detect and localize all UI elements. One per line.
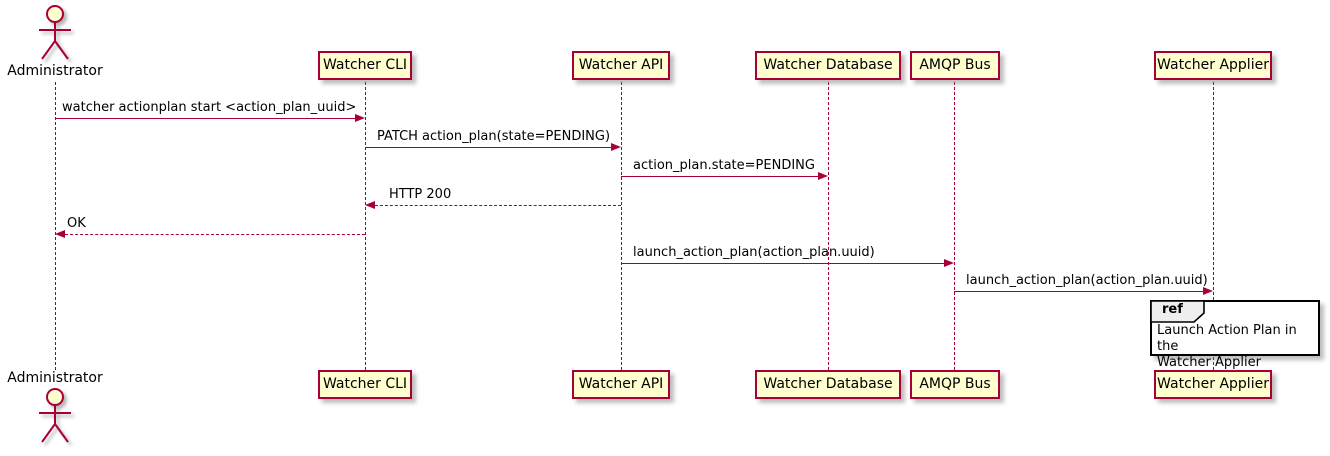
participant-watcher-database-bottom: Watcher Database	[755, 370, 901, 399]
lifeline-watcher-cli	[365, 82, 366, 370]
participant-watcher-applier-bottom: Watcher Applier	[1154, 370, 1272, 399]
message-line-6	[621, 263, 944, 264]
message-line-4	[375, 205, 621, 206]
participant-watcher-cli-bottom: Watcher CLI	[318, 370, 412, 399]
participant-watcher-database-top: Watcher Database	[755, 51, 901, 80]
ref-pentagon-icon	[1150, 300, 1205, 323]
stick-figure-icon	[39, 388, 71, 443]
arrowhead-left-icon	[365, 201, 375, 209]
message-line-5	[65, 234, 365, 235]
ref-fragment: ref Launch Action Plan in the Watcher Ap…	[1150, 300, 1320, 370]
ref-text-line2: Watcher Applier	[1157, 355, 1261, 370]
lifeline-watcher-api	[621, 82, 622, 370]
lifeline-amqp-bus	[954, 82, 955, 370]
lifeline-watcher-applier	[1213, 82, 1214, 370]
message-label-7: launch_action_plan(action_plan.uuid)	[966, 273, 1208, 288]
arrowhead-right-icon	[1203, 287, 1213, 295]
arrowhead-right-icon	[611, 143, 621, 151]
message-label-3: action_plan.state=PENDING	[633, 158, 815, 173]
message-line-7	[954, 291, 1203, 292]
actor-label-administrator-bottom: Administrator	[7, 370, 103, 386]
message-label-4: HTTP 200	[389, 187, 452, 202]
lifeline-watcher-database	[828, 82, 829, 370]
message-line-2	[365, 147, 611, 148]
arrowhead-right-icon	[355, 114, 365, 122]
ref-keyword: ref	[1162, 302, 1183, 317]
participant-watcher-applier-top: Watcher Applier	[1154, 51, 1272, 80]
message-label-6: launch_action_plan(action_plan.uuid)	[633, 245, 875, 260]
message-line-1	[55, 118, 355, 119]
message-label-2: PATCH action_plan(state=PENDING)	[377, 129, 611, 144]
participant-watcher-api-bottom: Watcher API	[572, 370, 670, 399]
arrowhead-right-icon	[944, 259, 954, 267]
lifeline-administrator	[55, 82, 56, 370]
participant-watcher-api-top: Watcher API	[572, 51, 670, 80]
message-line-3	[621, 176, 818, 177]
ref-text: Launch Action Plan in the Watcher Applie…	[1157, 323, 1318, 371]
participant-watcher-cli-top: Watcher CLI	[318, 51, 412, 80]
message-label-1: watcher actionplan start <action_plan_uu…	[62, 100, 357, 115]
message-label-5: OK	[67, 216, 86, 231]
actor-figure-administrator-top	[33, 4, 77, 66]
stick-figure-icon	[39, 5, 71, 60]
actor-label-administrator-top: Administrator	[7, 63, 103, 79]
arrowhead-left-icon	[55, 230, 65, 238]
actor-figure-administrator-bottom	[33, 387, 77, 449]
ref-text-line1: Launch Action Plan in the	[1157, 323, 1297, 354]
participant-amqp-bus-top: AMQP Bus	[910, 51, 1000, 80]
arrowhead-right-icon	[818, 172, 828, 180]
participant-amqp-bus-bottom: AMQP Bus	[910, 370, 1000, 399]
